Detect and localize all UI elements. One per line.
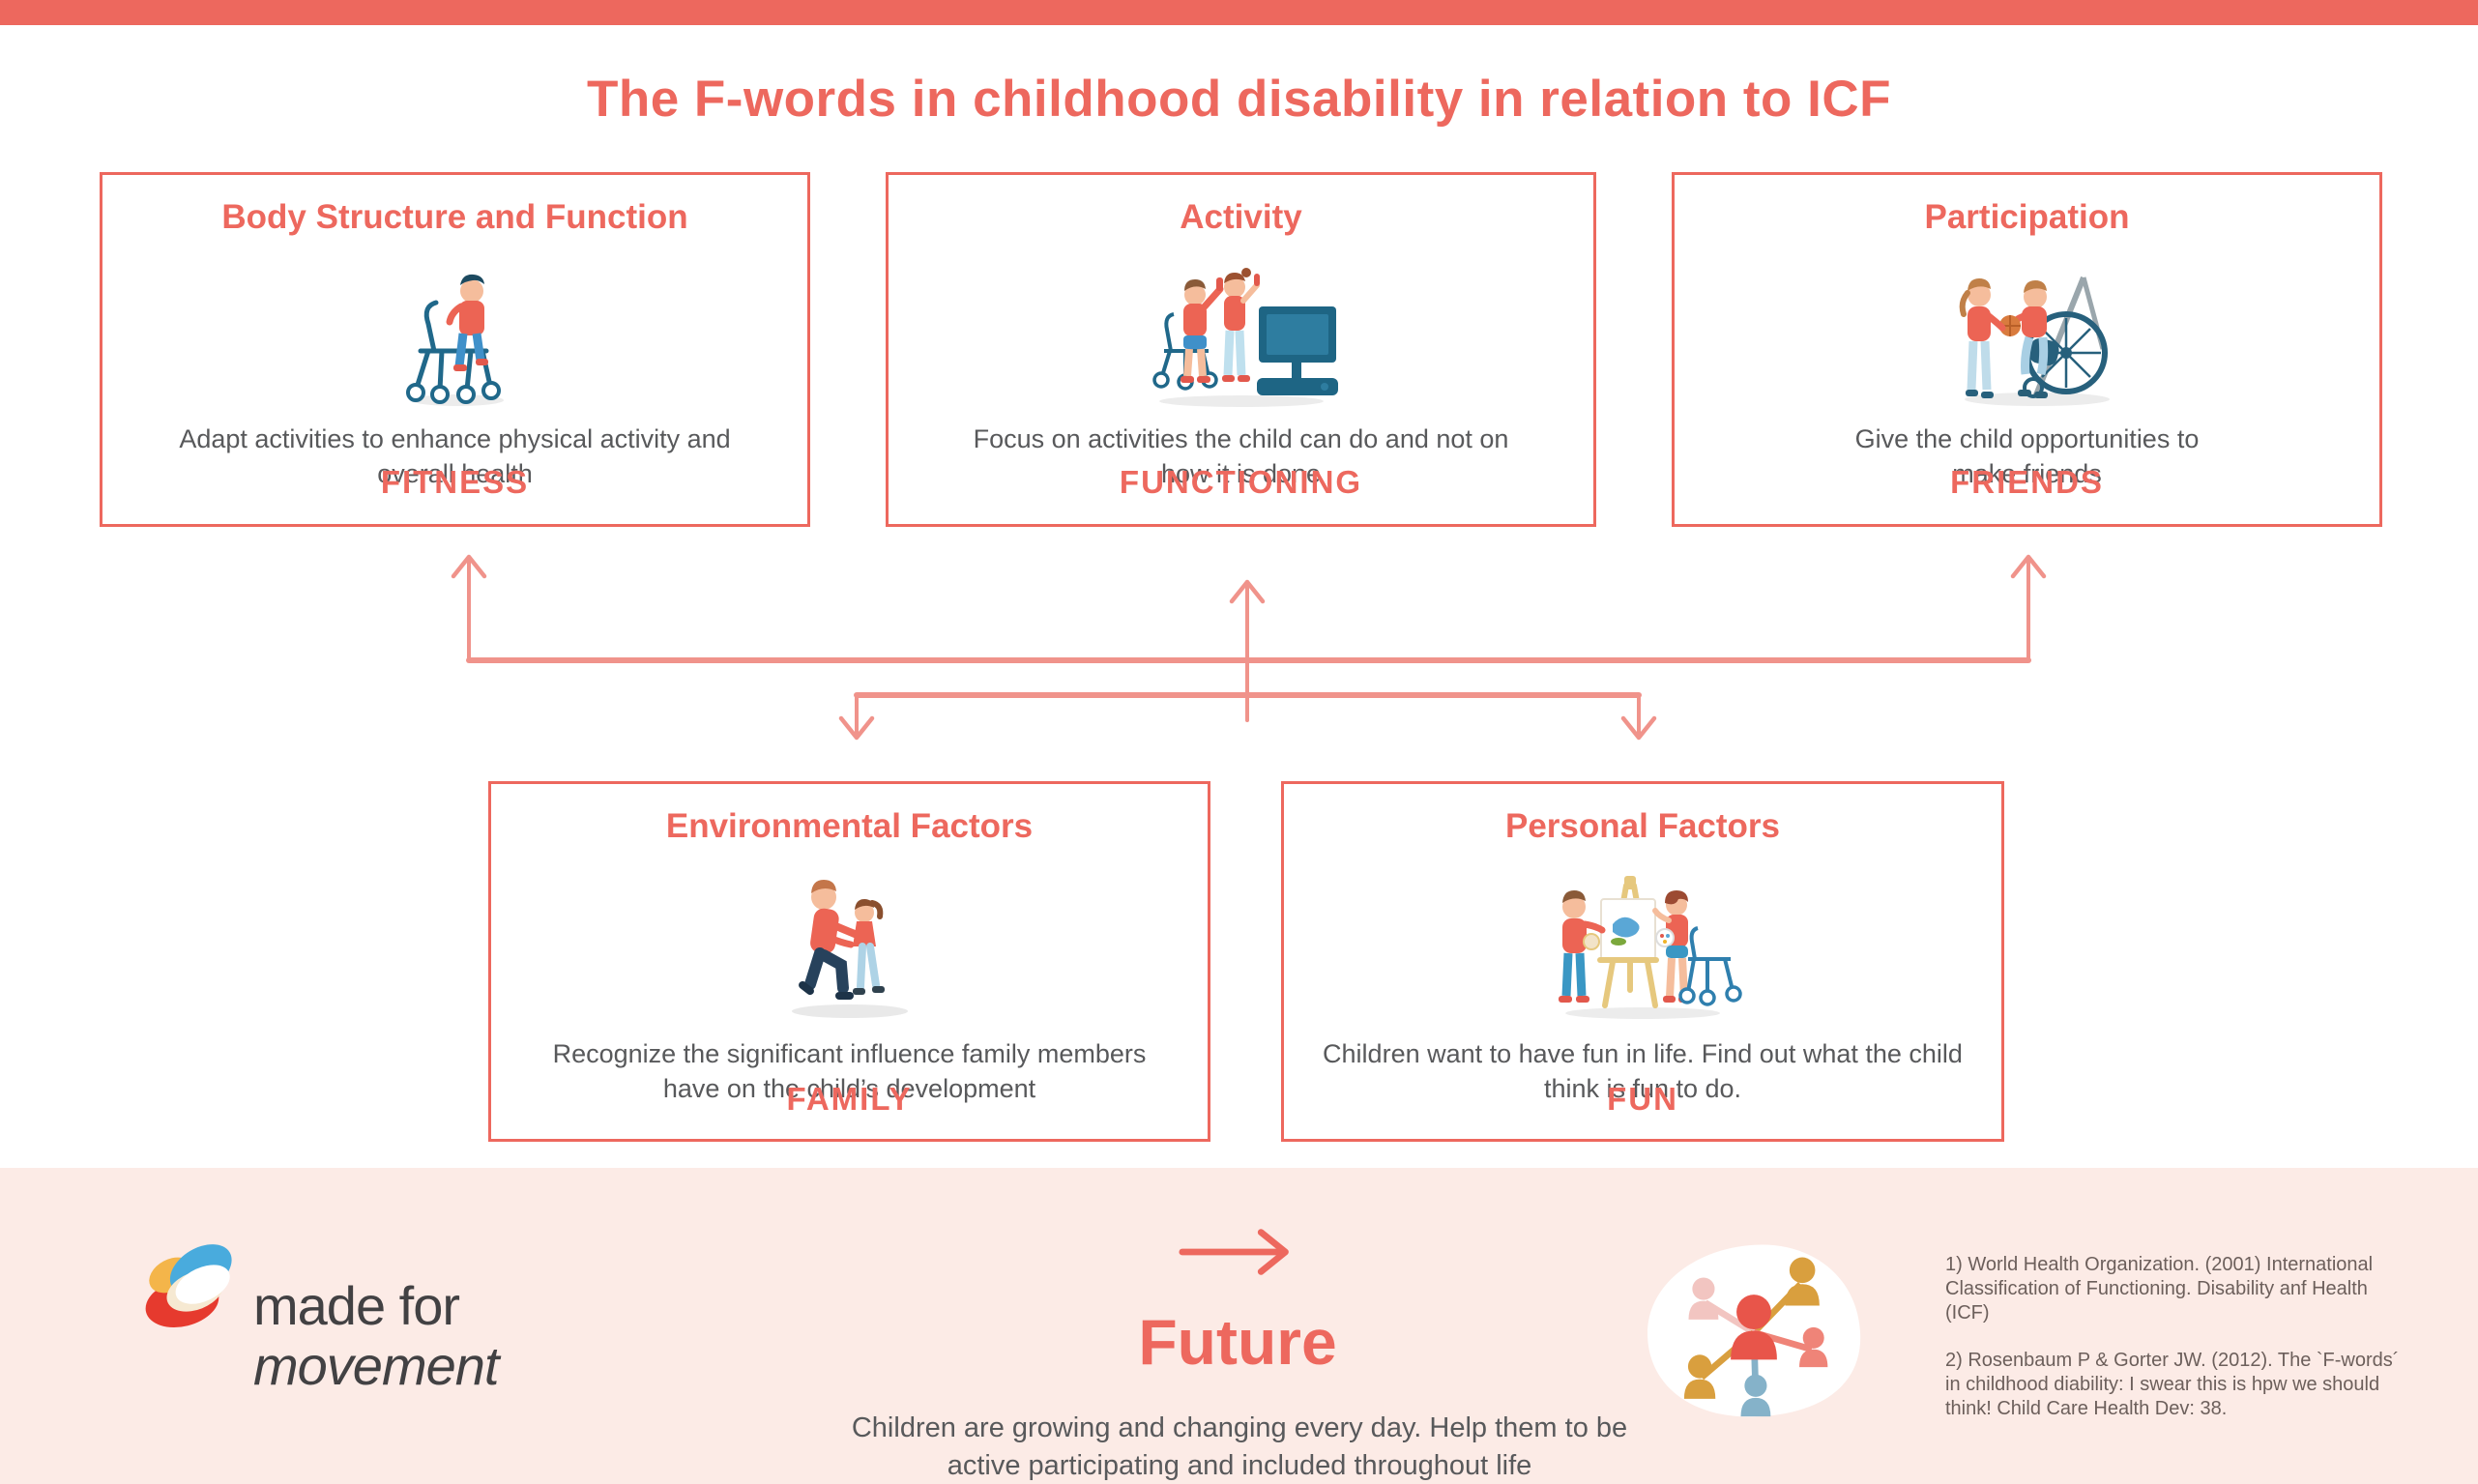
box-title: Environmental Factors [665, 807, 1034, 845]
box-title: Personal Factors [1505, 807, 1780, 845]
box-description: Focus on activities the child can do and… [973, 424, 1509, 488]
network-people-icon [1647, 1244, 1861, 1417]
made-for-movement-logo [145, 1244, 232, 1328]
fword-label: FRIENDS [1950, 464, 2104, 500]
box-description: Adapt activities to enhance physical act… [179, 424, 731, 488]
future-description: Children are growing and changing every … [851, 1412, 1628, 1481]
box-body-structure-and-function: Body Structure and Function [100, 172, 810, 527]
reference-1: 1) World Health Organization. (2001) Int… [1945, 1254, 2374, 1324]
children-painting-easel-icon [1559, 876, 1742, 1019]
future-arrow-icon [1179, 1229, 1289, 1275]
footer-band: made for movement Future Children are gr… [0, 1168, 2478, 1484]
references: 1) World Health Organization. (2001) Int… [1945, 1253, 2404, 1444]
fword-label: FAMILY [786, 1081, 913, 1117]
box-illustration [1675, 252, 2379, 415]
child-with-walker-icon [405, 274, 504, 406]
parent-child-icon [791, 880, 908, 1018]
box-title: Activity [1180, 198, 1302, 236]
children-video-game-icon [1152, 268, 1338, 407]
box-description: Recognize the significant influence fami… [552, 1039, 1147, 1103]
box-activity: Activity [886, 172, 1596, 527]
logo-wordmark: made for movement [253, 1275, 499, 1396]
fword-label: FUNCTIONING [1119, 464, 1363, 500]
box-participation: Participation [1672, 172, 2382, 527]
box-description: Give the child opportunities to make fri… [1854, 424, 2200, 488]
page-title: The F-words in childhood disability in r… [586, 71, 1892, 128]
logo-line1: made for [253, 1275, 460, 1336]
reference-2: 2) Rosenbaum P & Gorter JW. (2012). The … [1945, 1350, 2400, 1419]
box-title: Body Structure and Function [221, 198, 688, 236]
connector-arrows [451, 554, 2047, 741]
logo-line2: movement [253, 1335, 499, 1396]
box-description: Children want to have fun in life. Find … [1323, 1039, 1963, 1103]
fword-label: FITNESS [380, 464, 530, 500]
box-personal-factors: Personal Factors [1281, 781, 2004, 1142]
children-basketball-wheelchair-icon [1959, 276, 2110, 406]
box-illustration [102, 252, 807, 415]
box-illustration [889, 252, 1593, 415]
box-illustration [1284, 859, 2001, 1032]
fword-label: FUN [1607, 1081, 1678, 1117]
future-heading: Future [1138, 1306, 1337, 1378]
top-accent-bar [0, 0, 2478, 25]
box-illustration [491, 859, 1208, 1032]
box-environmental-factors: Environmental Factors [488, 781, 1210, 1142]
box-title: Participation [1924, 198, 2130, 236]
